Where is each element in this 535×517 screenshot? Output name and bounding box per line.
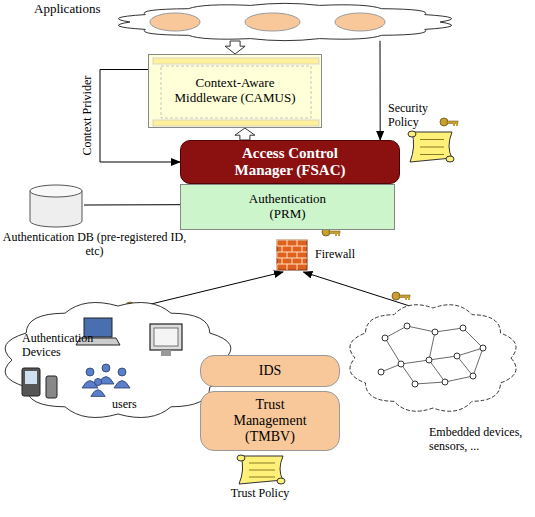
embedded-cloud: Embedded devices, sensors, ... — [345, 298, 533, 500]
node-illustration — [213, 454, 307, 514]
node-illustration — [345, 298, 533, 500]
node-label: Security Policy — [388, 102, 444, 130]
node-label: IDS — [259, 363, 282, 379]
connector — [150, 272, 283, 304]
application-oval — [150, 13, 200, 31]
security-policy: Security Policy — [388, 100, 463, 166]
connector — [84, 204, 180, 205]
connector — [225, 41, 245, 54]
node-label: Authentication Devices — [22, 332, 96, 360]
node-label: Trust Policy — [213, 487, 307, 501]
node-label: users — [112, 398, 152, 412]
access-control-box: Access Control Manager (FSAC) — [180, 140, 400, 184]
firewall-icon: Firewall — [275, 238, 370, 272]
key-icon — [392, 292, 410, 300]
node-label: Authentication DB (pre-registered ID, et… — [2, 231, 187, 259]
middleware-box: Context-Aware Middleware (CAMUS) — [148, 54, 322, 128]
key-icon — [440, 118, 458, 126]
ids-box: IDS — [200, 355, 340, 387]
node-label: Firewall — [315, 248, 370, 262]
database-cylinder: Authentication DB (pre-registered ID, et… — [2, 185, 187, 267]
application-oval — [245, 13, 300, 31]
policy-scroll — [237, 455, 285, 484]
node-label: Applications — [34, 2, 124, 17]
policy-scroll — [408, 131, 454, 162]
trust-policy: Trust Policy — [213, 454, 307, 514]
authentication-box: Authentication (PRM) — [180, 184, 395, 230]
edge-label: Context Privider — [81, 74, 94, 158]
application-cloud: Applications — [30, 0, 460, 48]
connector — [304, 272, 411, 306]
node-label: Access Control Manager (FSAC) — [215, 145, 365, 180]
node-label: Trust Management (TMBV) — [223, 397, 318, 445]
application-oval — [335, 13, 385, 31]
node-label: Authentication (PRM) — [233, 192, 343, 222]
connector — [380, 41, 381, 140]
connector — [235, 128, 255, 140]
node-label: Context-Aware Middleware (CAMUS) — [173, 76, 298, 106]
trust-management-box: Trust Management (TMBV) — [200, 391, 340, 451]
cloud-outline — [118, 3, 451, 40]
node-label: Embedded devices, sensors, ... — [429, 426, 529, 454]
